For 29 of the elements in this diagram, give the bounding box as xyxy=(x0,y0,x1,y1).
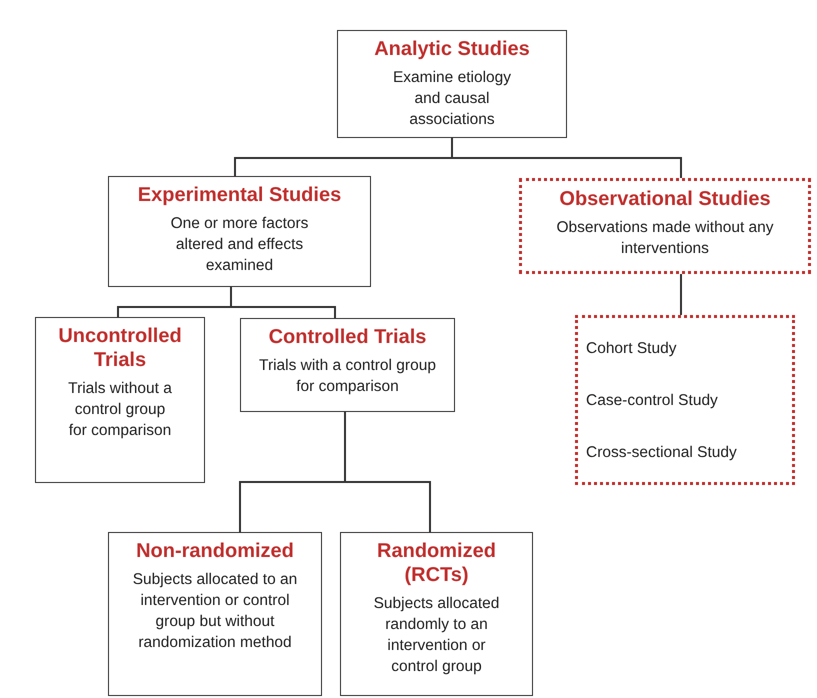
box-description: Trials with a control group for comparison xyxy=(258,356,437,397)
study-box xyxy=(108,532,322,696)
box-description: Trials without a control group for comparison xyxy=(67,379,173,441)
box-heading: Controlled Trials xyxy=(268,325,426,349)
connector-line xyxy=(451,138,682,178)
box-heading: Experimental Studies xyxy=(138,183,342,207)
box-description: Subjects allocated randomly to an intervention or control group xyxy=(372,594,500,677)
study-box xyxy=(337,30,567,138)
box-description: Observations made without any interventions xyxy=(555,218,775,259)
box-description: Subjects allocated to an intervention or control group but without randomization method xyxy=(132,570,298,653)
study-box xyxy=(35,317,205,483)
study-box xyxy=(519,178,811,274)
box-description: One or more factors altered and effects examined xyxy=(170,214,310,276)
box-heading: Randomized (RCTs) xyxy=(376,539,497,587)
connector-line xyxy=(230,287,336,318)
connector-line xyxy=(344,412,431,532)
study-box xyxy=(108,176,371,287)
connector-line xyxy=(680,274,682,315)
box-description: Examine etiology and causal associations xyxy=(392,68,512,130)
study-type: Cohort Study xyxy=(586,338,676,358)
study-box xyxy=(240,318,455,412)
box-heading: Uncontrolled Trials xyxy=(57,324,183,372)
study-type: Case-control Study xyxy=(586,390,718,410)
box-heading: Observational Studies xyxy=(559,187,771,211)
study-list-box xyxy=(575,315,795,485)
study-type: Cross-sectional Study xyxy=(586,442,737,462)
study-box xyxy=(340,532,533,696)
box-heading: Non-randomized xyxy=(136,539,294,563)
box-heading: Analytic Studies xyxy=(374,37,530,61)
